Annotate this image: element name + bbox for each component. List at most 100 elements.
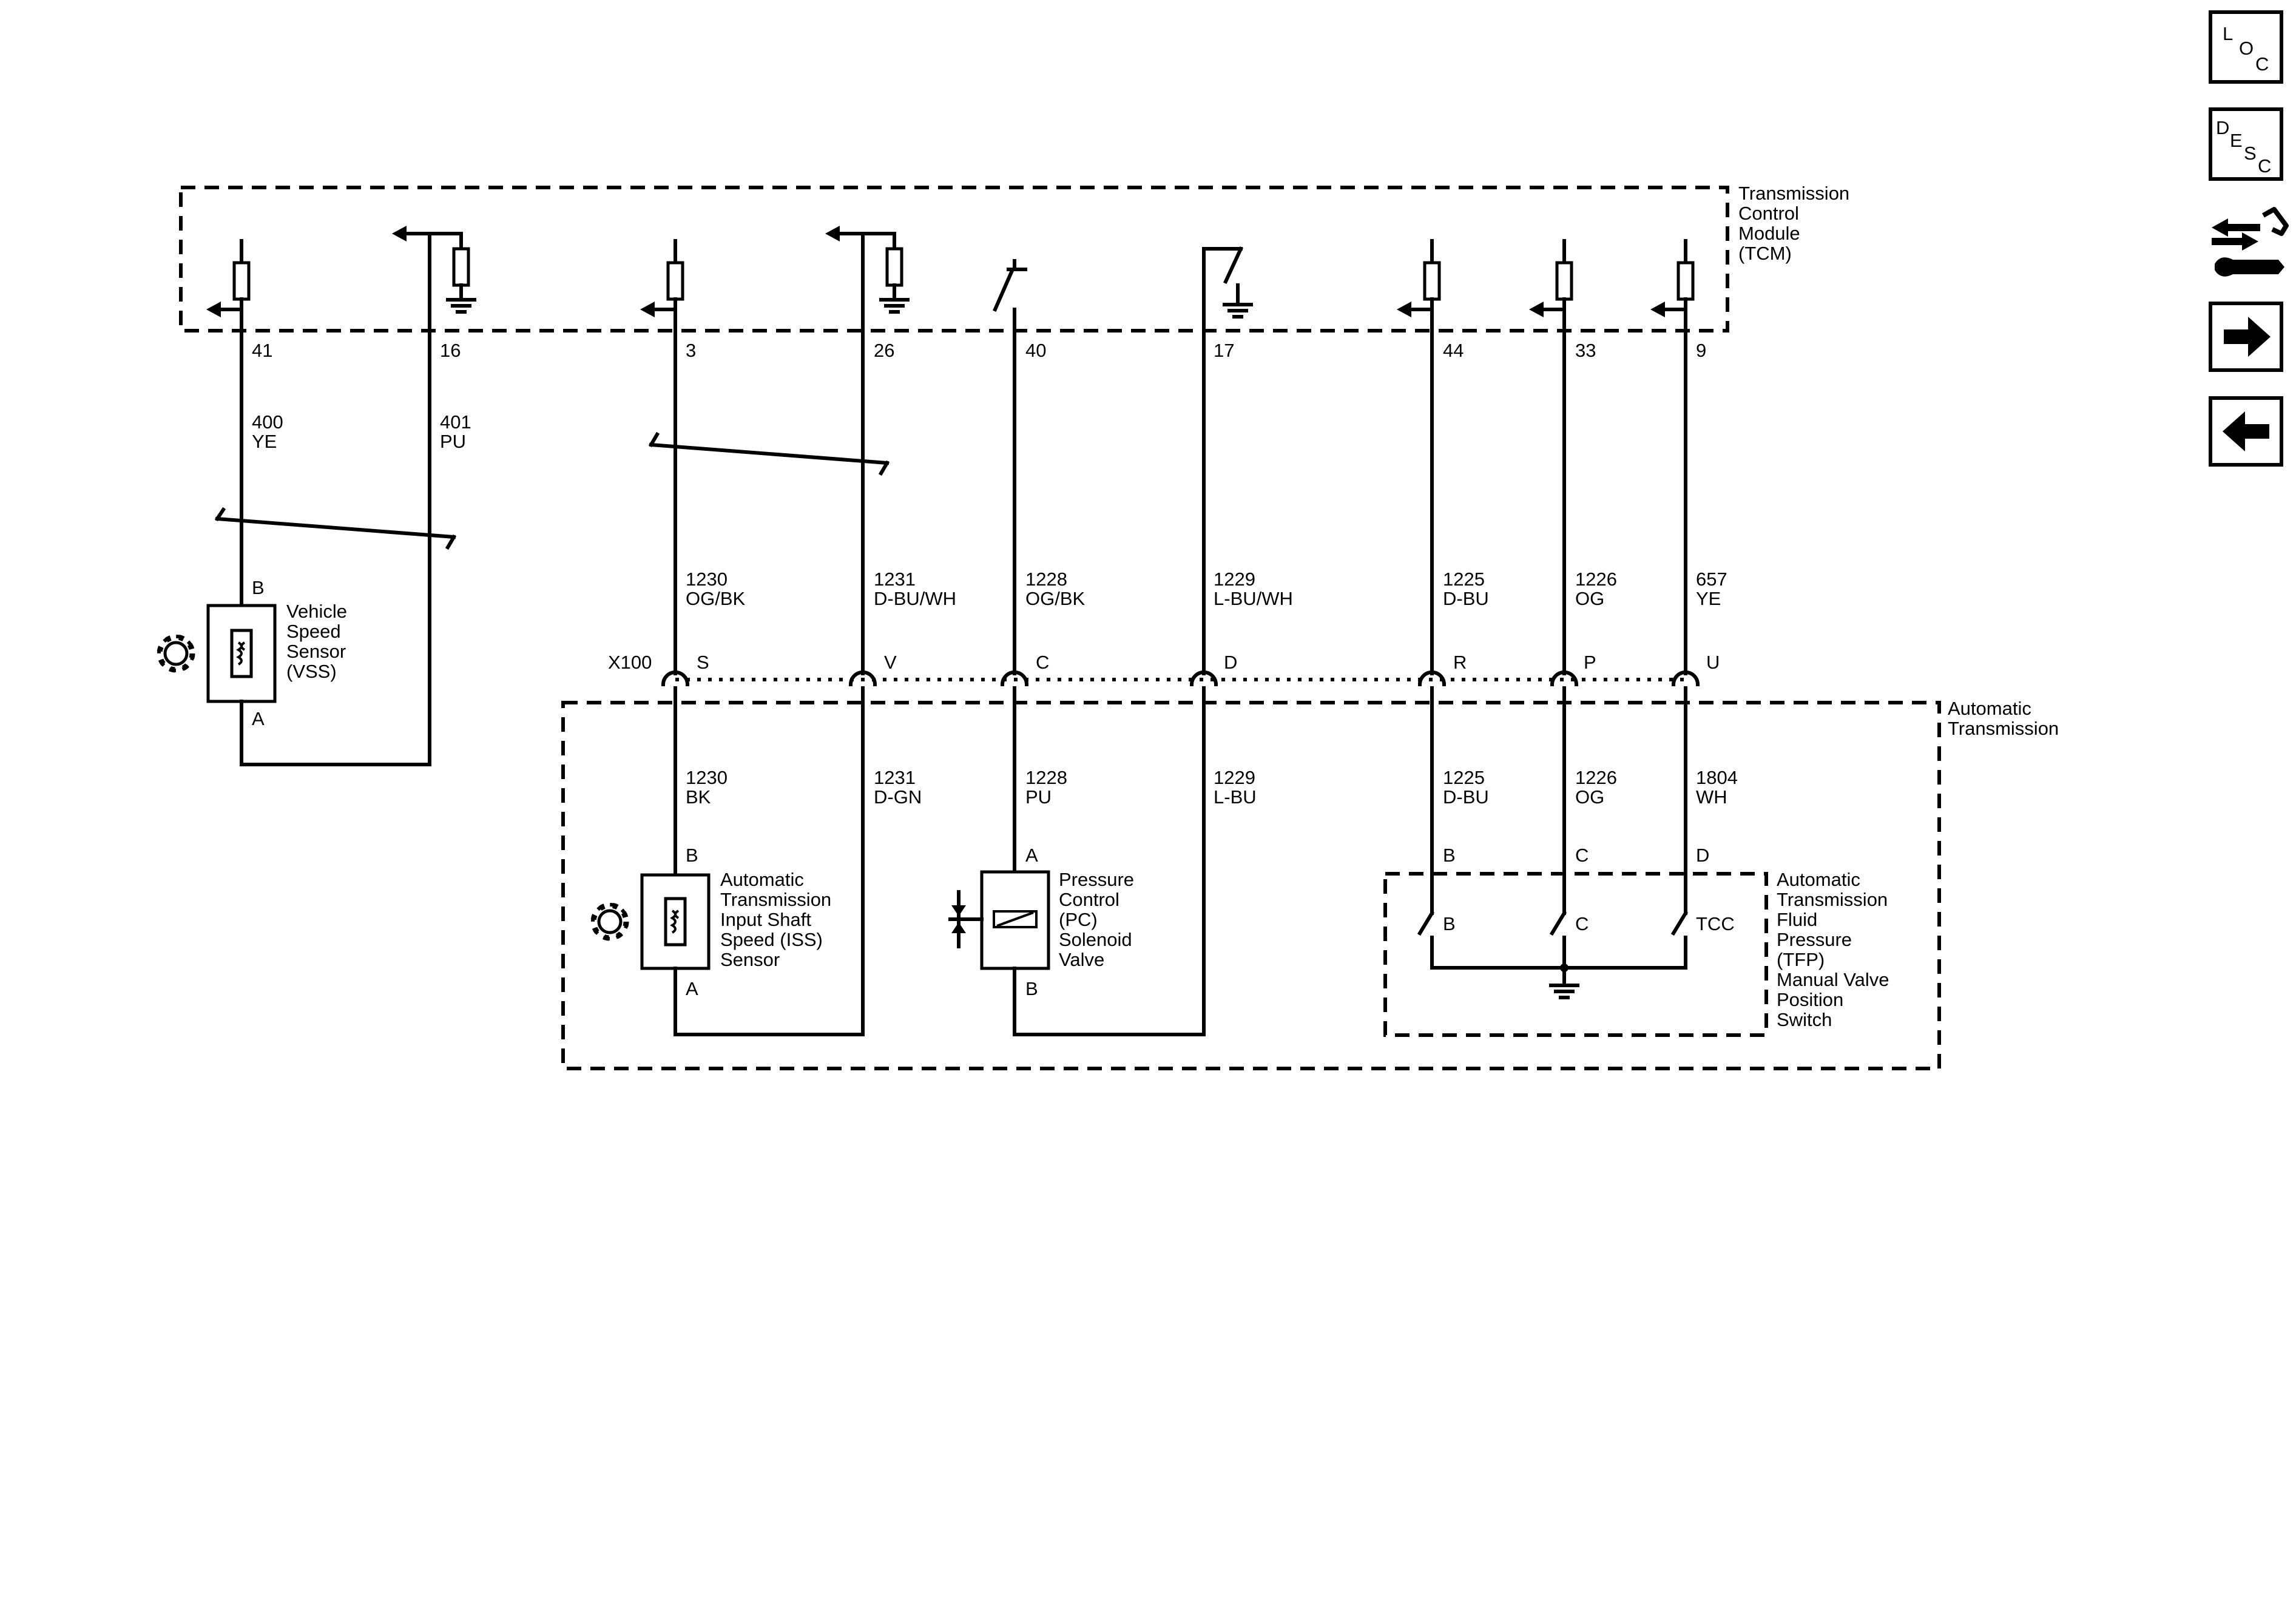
wire-color-1229-lower: L-BU — [1214, 786, 1257, 808]
pc-label-line-1: Pressure — [1059, 869, 1134, 890]
wire-color-1230-lower: BK — [686, 786, 711, 808]
tfp-label-line-3: Fluid — [1777, 909, 1817, 930]
desc-button[interactable]: D E S C — [2209, 107, 2283, 181]
tfp-switch-c: C — [1575, 913, 1589, 934]
connector-repair-icon[interactable] — [2212, 207, 2289, 277]
tcm-circuit-pin-33 — [1529, 241, 1572, 675]
tcm-label-line-1: Transmission — [1738, 183, 1849, 204]
tfp-pin-d: D — [1696, 845, 1709, 866]
wire-color-1229-upper: L-BU/WH — [1214, 588, 1293, 609]
iss-label-line-4: Speed (ISS) — [720, 929, 823, 950]
tfp-pin-c: C — [1575, 845, 1589, 866]
navigation-buttons: L O C D E S C — [2209, 10, 2289, 467]
wire-color-400: YE — [252, 431, 277, 452]
tcm-pin-41: 41 — [252, 340, 272, 361]
wire-circuit-1229-lower: 1229 — [1214, 767, 1255, 788]
automatic-transmission: Automatic Transmission 1230 BK 1231 D-GN… — [561, 686, 2059, 1070]
wire-color-1225-lower: D-BU — [1443, 786, 1489, 808]
tfp-label-line-8: Switch — [1777, 1009, 1832, 1030]
tcm-pin-44: 44 — [1443, 340, 1464, 361]
tfp-label-line-1: Automatic — [1777, 869, 1860, 890]
wire-color-1226-upper: OG — [1575, 588, 1604, 609]
loc-letter-o: O — [2239, 38, 2254, 59]
tfp-label-line-6: Manual Valve — [1777, 969, 1889, 990]
tfp-manual-valve-position-switch: B C D B C TCC Automatic Transmission Flu… — [1383, 845, 1889, 1037]
tcm-boundary — [179, 186, 1729, 333]
connector-x100: X100 S V C D R P U — [608, 652, 1720, 687]
tcm-pin-40: 40 — [1025, 340, 1046, 361]
next-arrow-button[interactable] — [2209, 302, 2283, 372]
wire-circuit-1226-upper: 1226 — [1575, 569, 1617, 590]
pc-label-line-3: (PC) — [1059, 909, 1098, 930]
upper-wire-labels: 400 YE 401 PU 1230 OG/BK 1231 D-BU/WH 12… — [252, 411, 1727, 609]
vss-label-line-4: (VSS) — [286, 661, 337, 682]
loc-letter-c: C — [2255, 53, 2269, 75]
vss-pin-b: B — [252, 577, 265, 598]
input-shaft-speed-sensor: B A Automatic Transmission Input Shaft S… — [593, 845, 865, 1036]
connector-pin-u: U — [1706, 652, 1720, 673]
connector-pin-p: P — [1584, 652, 1596, 673]
wire-color-657: YE — [1696, 588, 1721, 609]
tcm-label-line-3: Module — [1738, 223, 1800, 244]
tfp-switch-tcc: TCC — [1696, 913, 1735, 934]
next-arrow-icon — [2224, 317, 2271, 357]
tfp-label-line-5: (TFP) — [1777, 949, 1825, 970]
previous-arrow-button[interactable] — [2209, 396, 2283, 467]
iss-pin-a: A — [686, 978, 698, 999]
connector-pin-s: S — [697, 652, 709, 673]
tcm-module: Transmission Control Module (TCM) — [179, 183, 1849, 766]
wire-circuit-1228-lower: 1228 — [1025, 767, 1067, 788]
wire-circuit-1229-upper: 1229 — [1214, 569, 1255, 590]
tcm-circuit-pin-26 — [825, 226, 908, 675]
tfp-label-line-4: Pressure — [1777, 929, 1852, 950]
tfp-label-line-2: Transmission — [1777, 889, 1888, 910]
wire-circuit-1230-upper: 1230 — [686, 569, 728, 590]
tcm-circuit-pin-17 — [1202, 246, 1251, 675]
pc-label-line-5: Valve — [1059, 949, 1104, 970]
iss-pin-b: B — [686, 845, 698, 866]
desc-letter-e: E — [2230, 130, 2243, 151]
iss-label-line-5: Sensor — [720, 949, 780, 970]
gear-icon — [159, 636, 193, 670]
tcm-circuit-pin-40 — [993, 259, 1027, 675]
wire-circuit-1228-upper: 1228 — [1025, 569, 1067, 590]
wire-circuit-1230-lower: 1230 — [686, 767, 728, 788]
desc-letter-c: C — [2258, 155, 2271, 177]
lower-wire-labels: 1230 BK 1231 D-GN 1228 PU 1229 L-BU 1225… — [686, 767, 1738, 808]
vss-label-line-2: Speed — [286, 621, 341, 642]
wire-circuit-1231-lower: 1231 — [874, 767, 916, 788]
tcm-circuit-pin-3 — [640, 241, 683, 675]
wire-color-401: PU — [440, 431, 466, 452]
tfp-label-line-7: Position — [1777, 989, 1843, 1010]
wire-color-1225-upper: D-BU — [1443, 588, 1489, 609]
tcm-pin-16: 16 — [440, 340, 461, 361]
wire-color-1230-upper: OG/BK — [686, 588, 746, 609]
pc-pin-a: A — [1025, 845, 1038, 866]
wire-circuit-1225-lower: 1225 — [1443, 767, 1485, 788]
wire-circuit-1226-lower: 1226 — [1575, 767, 1617, 788]
connector-pin-r: R — [1453, 652, 1467, 673]
wire-color-1231-upper: D-BU/WH — [874, 588, 956, 609]
vss-pin-a: A — [252, 708, 265, 729]
wire-color-1228-upper: OG/BK — [1025, 588, 1086, 609]
pressure-control-solenoid: A B Pressure Control (PC) Solenoid Valve — [948, 845, 1206, 1036]
pc-pin-b: B — [1025, 978, 1038, 999]
pc-label-line-4: Solenoid — [1059, 929, 1132, 950]
vss-label-line-3: Sensor — [286, 641, 346, 662]
wire-circuit-1231-upper: 1231 — [874, 569, 916, 590]
previous-arrow-icon — [2223, 411, 2269, 451]
iss-label-line-3: Input Shaft — [720, 909, 811, 930]
connector-pin-v: V — [884, 652, 897, 673]
connector-name: X100 — [608, 652, 652, 673]
loc-button[interactable]: L O C — [2209, 10, 2283, 84]
tcm-pin-17: 17 — [1214, 340, 1234, 361]
loc-letter-l: L — [2223, 23, 2233, 44]
transmission-label-line-1: Automatic — [1948, 698, 2031, 719]
transmission-label-line-2: Transmission — [1948, 718, 2059, 739]
vehicle-speed-sensor: B A Vehicle Speed Sensor (VSS) — [159, 577, 431, 766]
wire-circuit-401: 401 — [440, 411, 471, 433]
wire-color-1226-lower: OG — [1575, 786, 1604, 808]
tfp-switch-b: B — [1443, 913, 1456, 934]
desc-letter-s: S — [2244, 143, 2257, 164]
